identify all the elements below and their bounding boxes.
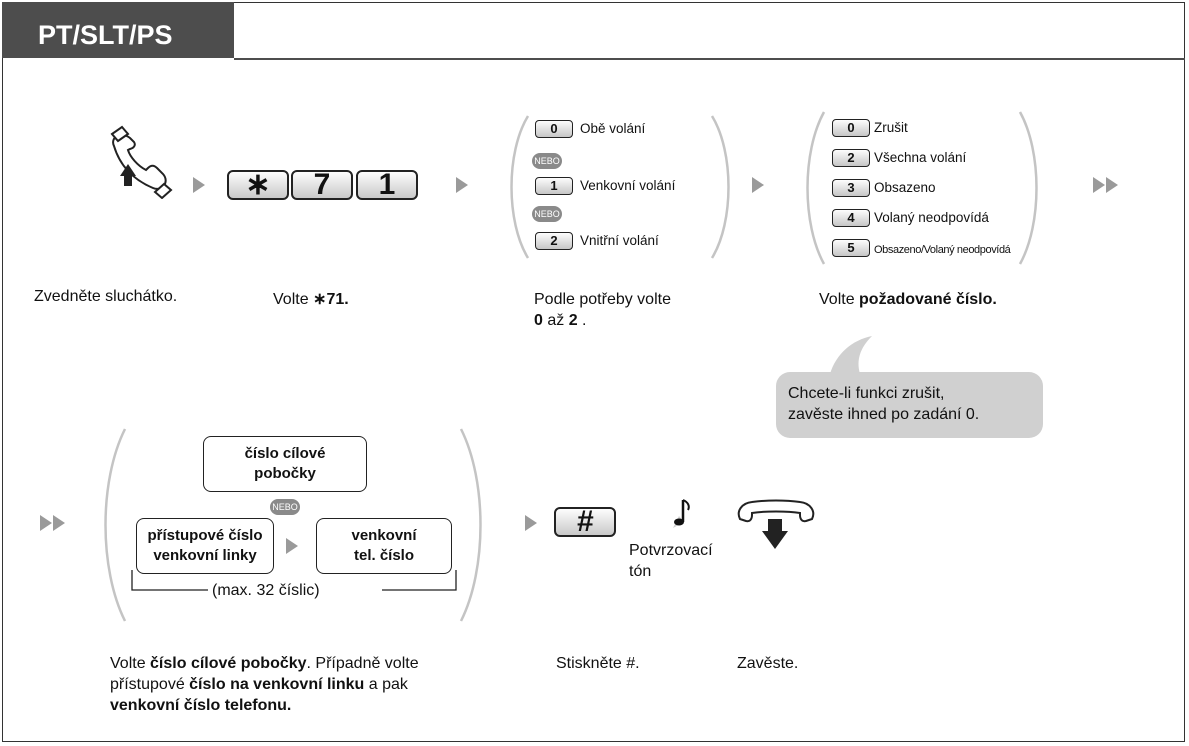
arrow-right-icon — [193, 177, 205, 193]
nebo-badge: NEBO — [532, 206, 562, 222]
option-key-2: 2 — [832, 149, 870, 167]
double-arrow-right-icon — [1106, 177, 1118, 193]
double-arrow-right-icon — [1093, 177, 1105, 193]
step5-bracket — [104, 428, 482, 622]
option-key-4: 4 — [832, 209, 870, 227]
star-key: ∗ — [227, 170, 289, 200]
bubble-pointer — [830, 336, 872, 374]
option-label: Vnitřní volání — [580, 233, 659, 248]
hash-key: # — [554, 507, 616, 537]
max-digits-note: (max. 32 číslic) — [212, 582, 320, 599]
option-label: Obsazeno/Volaný neodpovídá — [874, 244, 1011, 256]
handset-offhook-icon — [100, 124, 180, 200]
option-key-0: 0 — [535, 120, 573, 138]
option-key-1: 1 — [535, 177, 573, 195]
key-7: 7 — [291, 170, 353, 200]
handset-onhook-icon — [734, 497, 818, 553]
option-label: Obě volání — [580, 121, 646, 136]
option-key-3: 3 — [832, 179, 870, 197]
cancel-note-bubble: Chcete-li funkci zrušit, zavěste ihned p… — [776, 372, 1043, 438]
option-label: Všechna volání — [874, 150, 967, 165]
option-key-2: 2 — [535, 232, 573, 250]
arrow-right-icon — [752, 177, 764, 193]
step5-caption: Volte číslo cílové pobočky. Případně vol… — [110, 655, 419, 714]
step4-caption: Volte požadované číslo. — [819, 291, 997, 308]
step3-bracket — [510, 115, 730, 259]
step4-bracket — [806, 111, 1038, 265]
step2-caption: Volte ∗71. — [273, 291, 349, 308]
option-label: Volaný neodpovídá — [874, 210, 989, 225]
option-label: Venkovní volání — [580, 178, 676, 193]
nebo-badge: NEBO — [270, 499, 300, 515]
music-note-icon — [670, 496, 694, 530]
arrow-right-icon — [525, 515, 537, 531]
step7-caption: Zavěste. — [737, 655, 799, 672]
nebo-badge: NEBO — [532, 153, 562, 169]
option-key-0: 0 — [832, 119, 870, 137]
step3-caption: Podle potřeby volte 0 až 2 . — [534, 291, 671, 329]
arrow-right-icon — [286, 538, 298, 554]
max-digits-bracket — [131, 570, 457, 591]
double-arrow-right-icon — [53, 515, 65, 531]
option-key-5: 5 — [832, 239, 870, 257]
arrow-right-icon — [456, 177, 468, 193]
header-rule — [234, 58, 1185, 60]
step1-caption: Zvedněte sluchátko. — [34, 288, 178, 305]
step6-caption: Stiskněte #. — [556, 655, 640, 672]
option-label: Zrušit — [874, 120, 908, 135]
option-label: Obsazeno — [874, 180, 936, 195]
confirmation-tone-label: Potvrzovací tón — [629, 542, 713, 580]
double-arrow-right-icon — [40, 515, 52, 531]
header-title: PT/SLT/PS — [2, 2, 234, 58]
key-1: 1 — [356, 170, 418, 200]
